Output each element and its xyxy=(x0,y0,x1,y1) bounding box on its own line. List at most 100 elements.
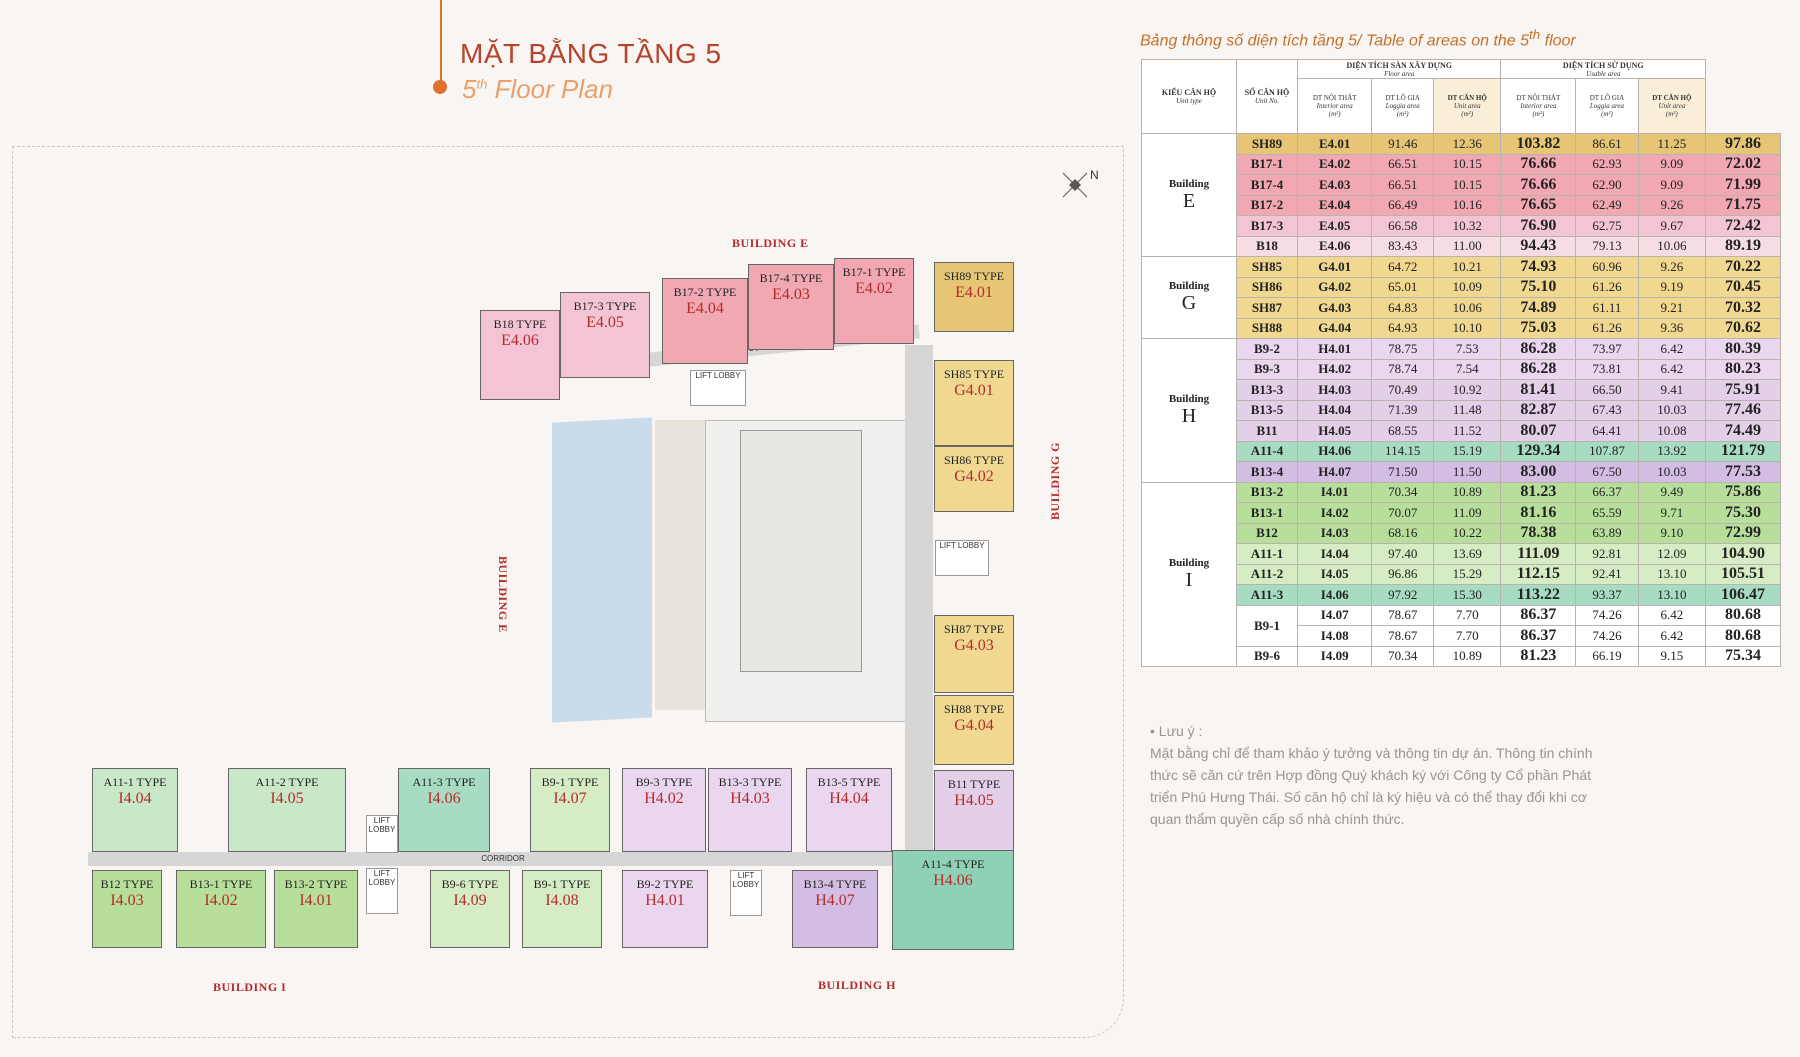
floor-unit-area-cell: 111.09 xyxy=(1500,543,1577,565)
usable-interior-cell: 92.81 xyxy=(1575,543,1639,565)
usable-interior-cell: 66.37 xyxy=(1575,481,1639,503)
unit-type-cell: B17-1 xyxy=(1236,153,1298,175)
usable-loggia-cell: 9.26 xyxy=(1637,256,1707,278)
plan-unit-type: A11-4 TYPE xyxy=(921,857,985,871)
unit-type-cell: SH85 xyxy=(1236,256,1298,278)
floor-loggia-cell: 10.21 xyxy=(1432,256,1502,278)
floor-unit-area-cell: 112.15 xyxy=(1500,563,1577,585)
floor-unit-area-cell: 82.87 xyxy=(1500,399,1577,421)
unit-no-cell: E4.01 xyxy=(1296,133,1373,155)
floor-unit-area-cell: 113.22 xyxy=(1500,584,1577,606)
usable-unit-area-cell: 80.39 xyxy=(1705,338,1781,360)
plan-unit-number: H4.04 xyxy=(829,790,869,807)
usable-unit-area-cell: 70.32 xyxy=(1705,297,1781,319)
unit-type-cell: B18 xyxy=(1236,235,1298,257)
unit-type-cell: B9-1 xyxy=(1236,604,1298,647)
usable-interior-cell: 73.81 xyxy=(1575,358,1639,380)
usable-unit-area-cell: 97.86 xyxy=(1705,133,1781,155)
unit-no-cell: E4.04 xyxy=(1296,194,1373,216)
usable-loggia-cell: 9.09 xyxy=(1637,174,1707,196)
usable-unit-area-cell: 89.19 xyxy=(1705,235,1781,257)
unit-no-cell: E4.06 xyxy=(1296,235,1373,257)
usable-unit-area-cell: 77.53 xyxy=(1705,461,1781,483)
unit-no-cell: H4.01 xyxy=(1296,338,1373,360)
usable-loggia-cell: 12.09 xyxy=(1637,543,1707,565)
floor-unit-area-cell: 76.66 xyxy=(1500,174,1577,196)
usable-interior-cell: 67.43 xyxy=(1575,399,1639,421)
usable-loggia-cell: 13.92 xyxy=(1637,440,1707,462)
usable-loggia-cell: 9.19 xyxy=(1637,276,1707,298)
usable-loggia-cell: 10.08 xyxy=(1637,420,1707,442)
unit-type-cell: B17-2 xyxy=(1236,194,1298,216)
floor-interior-cell: 70.34 xyxy=(1371,481,1434,503)
unit-type-cell: B13-4 xyxy=(1236,461,1298,483)
usable-unit-area-cell: 70.62 xyxy=(1705,317,1781,339)
floor-unit-area-cell: 81.41 xyxy=(1500,379,1577,401)
plan-unit-type: SH89 TYPE xyxy=(943,269,1005,283)
plan-unit-type: B18 TYPE xyxy=(493,317,547,331)
usable-loggia-cell: 9.21 xyxy=(1637,297,1707,319)
unit-no-cell: H4.05 xyxy=(1296,420,1373,442)
unit-type-cell: B11 xyxy=(1236,420,1298,442)
floor-unit-area-cell: 81.23 xyxy=(1500,645,1577,667)
usable-loggia-cell: 6.42 xyxy=(1637,358,1707,380)
usable-loggia-cell: 9.15 xyxy=(1637,645,1707,667)
floor-interior-cell: 83.43 xyxy=(1371,235,1434,257)
usable-unit-area-cell: 104.90 xyxy=(1705,543,1781,565)
plan-unit-type: A11-1 TYPE xyxy=(103,775,167,789)
floor-loggia-cell: 7.70 xyxy=(1432,604,1502,626)
usable-loggia-cell: 9.09 xyxy=(1637,153,1707,175)
floor-loggia-cell: 15.19 xyxy=(1432,440,1502,462)
floor-unit-area-cell: 103.82 xyxy=(1500,133,1577,155)
note-body: Mặt bằng chỉ để tham khảo ý tưởng và thô… xyxy=(1150,745,1593,827)
unit-type-cell: B9-6 xyxy=(1236,645,1298,667)
usable-loggia-cell: 10.03 xyxy=(1637,399,1707,421)
floor-loggia-cell: 7.70 xyxy=(1432,625,1502,647)
floor-loggia-cell: 7.53 xyxy=(1432,338,1502,360)
floor-unit-area-cell: 76.65 xyxy=(1500,194,1577,216)
note-heading: • Lưu ý : xyxy=(1150,723,1203,739)
floor-loggia-cell: 11.09 xyxy=(1432,502,1502,524)
usable-loggia-cell: 6.42 xyxy=(1637,338,1707,360)
floor-unit-area-cell: 76.90 xyxy=(1500,215,1577,237)
unit-type-cell: B13-3 xyxy=(1236,379,1298,401)
lift-lobby-g: LIFT LOBBY xyxy=(935,540,989,576)
floor-loggia-cell: 12.36 xyxy=(1432,133,1502,155)
usable-interior-cell: 63.89 xyxy=(1575,522,1639,544)
unit-type-cell: SH89 xyxy=(1236,133,1298,155)
unit-type-cell: A11-3 xyxy=(1236,584,1298,606)
usable-interior-cell: 61.11 xyxy=(1575,297,1639,319)
unit-type-cell: B17-3 xyxy=(1236,215,1298,237)
usable-unit-area-cell: 105.51 xyxy=(1705,563,1781,585)
floor-interior-cell: 66.58 xyxy=(1371,215,1434,237)
floor-loggia-cell: 13.69 xyxy=(1432,543,1502,565)
usable-interior-cell: 66.50 xyxy=(1575,379,1639,401)
floor-unit-area-cell: 75.10 xyxy=(1500,276,1577,298)
page-title: MẶT BẰNG TẦNG 5 xyxy=(460,38,722,69)
plan-unit-type: A11-3 TYPE xyxy=(412,775,476,789)
plan-unit-type: B9-3 TYPE xyxy=(635,775,693,789)
courtyard-pavilion xyxy=(740,430,862,672)
plan-unit-type: B12 TYPE xyxy=(100,877,154,891)
usable-interior-cell: 61.26 xyxy=(1575,317,1639,339)
plan-unit-number: E4.01 xyxy=(955,284,993,301)
unit-no-cell: H4.04 xyxy=(1296,399,1373,421)
